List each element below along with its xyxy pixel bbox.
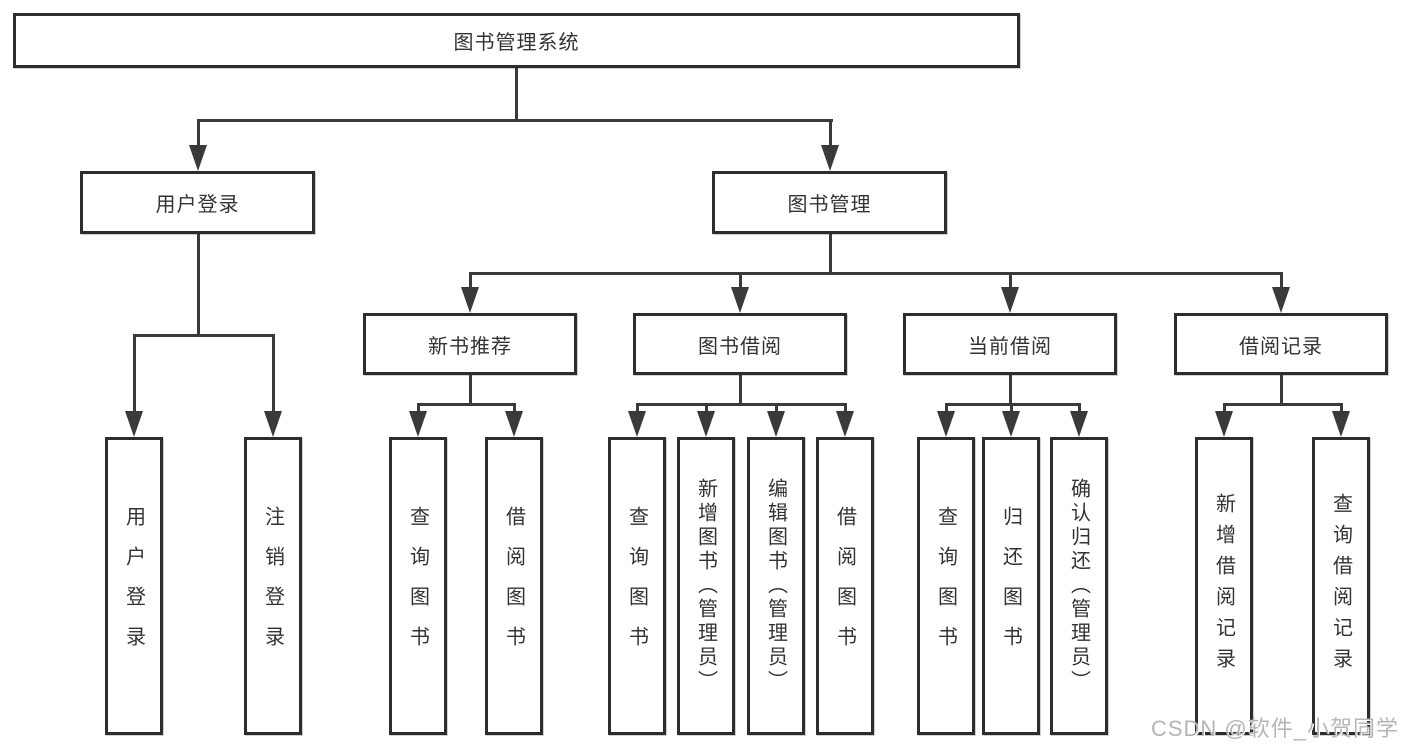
- node-leaf-borrow-books-1: 借阅图书: [485, 437, 543, 735]
- node-leaf-return-books: 归还图书: [982, 437, 1040, 735]
- connector-line: [469, 272, 472, 292]
- connector-line: [636, 403, 639, 417]
- arrow-down-icon: [1272, 287, 1290, 313]
- node-new-book-recommend: 新书推荐: [363, 313, 577, 375]
- node-label: 新增图书（管理员）: [694, 478, 717, 694]
- connector-line: [739, 272, 742, 292]
- node-current-borrow: 当前借阅: [903, 313, 1117, 375]
- node-label: 查询图书: [406, 506, 429, 666]
- connector-line: [1280, 272, 1283, 292]
- node-label: 查询图书: [934, 506, 957, 666]
- node-label: 编辑图书（管理员）: [764, 478, 787, 694]
- node-label: 用户登录: [155, 194, 240, 216]
- connector-line: [469, 375, 472, 406]
- connector-line: [1223, 403, 1226, 417]
- arrow-down-icon: [461, 287, 479, 313]
- node-leaf-add-borrow-record: 新增借阅记录: [1195, 437, 1253, 735]
- node-label: 查询借阅记录: [1329, 493, 1352, 679]
- connector-line: [417, 403, 420, 417]
- csdn-watermark: CSDN @软件_小贺同学: [1150, 716, 1399, 741]
- node-label: 新增借阅记录: [1212, 493, 1235, 679]
- connector-line: [829, 119, 832, 149]
- connector-line: [1280, 375, 1283, 406]
- node-label: 用户登录: [122, 506, 145, 666]
- node-book-management: 图书管理: [712, 171, 947, 234]
- node-leaf-edit-book-admin: 编辑图书（管理员）: [747, 437, 805, 735]
- connector-line: [272, 334, 275, 414]
- arrow-down-icon: [189, 145, 207, 171]
- connector-line: [133, 334, 275, 337]
- node-label: 图书管理: [787, 194, 872, 216]
- connector-line: [1078, 403, 1081, 417]
- node-label: 确认归还（管理员）: [1067, 478, 1090, 694]
- arrow-down-icon: [1070, 411, 1088, 437]
- node-leaf-user-login: 用户登录: [105, 437, 163, 735]
- node-leaf-query-books-1: 查询图书: [389, 437, 447, 735]
- arrow-down-icon: [1332, 411, 1350, 437]
- connector-line: [1340, 403, 1343, 417]
- arrow-down-icon: [731, 287, 749, 313]
- arrow-down-icon: [1215, 411, 1233, 437]
- arrow-down-icon: [505, 411, 523, 437]
- connector-line: [844, 403, 847, 417]
- node-label: 借阅记录: [1239, 335, 1323, 358]
- node-label: 归还图书: [999, 506, 1022, 666]
- connector-line: [1009, 375, 1012, 406]
- node-label: 借阅图书: [833, 506, 856, 666]
- arrow-down-icon: [821, 145, 839, 171]
- arrow-down-icon: [937, 411, 955, 437]
- connector-line: [515, 68, 518, 122]
- connector-line: [775, 403, 778, 417]
- connector-line: [197, 234, 200, 337]
- connector-line: [705, 403, 708, 417]
- connector-line: [133, 334, 136, 414]
- arrow-down-icon: [836, 411, 854, 437]
- connector-line: [469, 272, 1283, 275]
- node-label: 新书推荐: [428, 335, 512, 358]
- node-label: 查询图书: [625, 506, 648, 666]
- node-leaf-logout: 注销登录: [244, 437, 302, 735]
- arrow-down-icon: [697, 411, 715, 437]
- arrow-down-icon: [628, 411, 646, 437]
- arrow-down-icon: [125, 411, 143, 437]
- connector-line: [197, 119, 833, 122]
- node-leaf-query-books-3: 查询图书: [917, 437, 975, 735]
- node-label: 图书借阅: [698, 335, 782, 358]
- node-label: 注销登录: [261, 506, 284, 666]
- connector-line: [1009, 272, 1012, 292]
- connector-line: [513, 403, 516, 417]
- connector-line: [829, 234, 832, 275]
- node-user-login: 用户登录: [80, 171, 315, 234]
- connector-line: [1010, 403, 1013, 417]
- arrow-down-icon: [264, 411, 282, 437]
- node-leaf-add-book-admin: 新增图书（管理员）: [677, 437, 735, 735]
- arrow-down-icon: [1002, 411, 1020, 437]
- connector-line: [739, 375, 742, 406]
- node-label: 借阅图书: [502, 506, 525, 666]
- node-label: 当前借阅: [968, 335, 1052, 358]
- connector-line: [197, 119, 200, 149]
- connector-line: [1223, 403, 1343, 406]
- node-leaf-query-borrow-record: 查询借阅记录: [1312, 437, 1370, 735]
- node-leaf-confirm-return-admin: 确认归还（管理员）: [1050, 437, 1108, 735]
- arrow-down-icon: [767, 411, 785, 437]
- node-leaf-query-books-2: 查询图书: [608, 437, 666, 735]
- node-library-management-system: 图书管理系统: [13, 13, 1020, 68]
- connector-line: [945, 403, 948, 417]
- connector-line: [945, 403, 1081, 406]
- node-borrow-records: 借阅记录: [1174, 313, 1388, 375]
- node-label: 图书管理系统: [453, 32, 580, 54]
- connector-line: [417, 403, 516, 406]
- arrow-down-icon: [409, 411, 427, 437]
- arrow-down-icon: [1001, 287, 1019, 313]
- node-book-borrow: 图书借阅: [633, 313, 847, 375]
- connector-line: [636, 403, 847, 406]
- node-leaf-borrow-books-2: 借阅图书: [816, 437, 874, 735]
